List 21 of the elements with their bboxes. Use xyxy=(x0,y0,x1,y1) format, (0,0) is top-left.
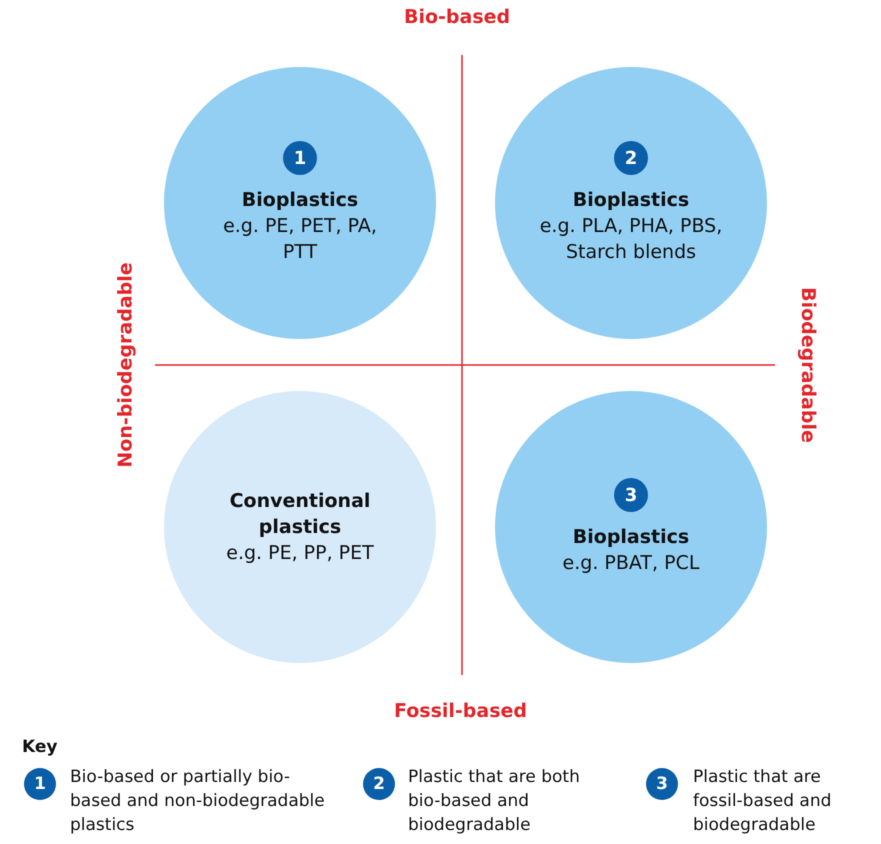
key-text: Plastic that are both bio-based and biodegradable xyxy=(408,766,581,837)
category-title: Bioplastics xyxy=(572,525,690,550)
number-badge: 1 xyxy=(283,141,317,175)
example-text: e.g. PE, PET, PA, PTT xyxy=(222,214,378,265)
number-badge: 3 xyxy=(646,768,678,800)
number-badge: 2 xyxy=(614,141,648,175)
axis-label: Fossil-based xyxy=(394,700,528,722)
category-title: Bioplastics xyxy=(572,188,690,213)
axis-label: Biodegradable xyxy=(796,287,819,443)
axis-label: Bio-based xyxy=(404,6,510,28)
key-text: Plastic that are fossil-based and biodegradable xyxy=(693,766,832,837)
number-badge: 3 xyxy=(614,478,648,512)
axis-label: Non-biodegradable xyxy=(114,262,136,468)
key-heading: Key xyxy=(22,736,58,759)
key-text: Bio-based or partially bio-based and non-biodegradable plastics xyxy=(70,766,326,837)
example-text: e.g. PBAT, PCL xyxy=(562,551,700,576)
category-title: Bioplastics xyxy=(242,188,358,213)
example-text: e.g. PLA, PHA, PBS, Starch blends xyxy=(538,214,724,265)
number-badge: 1 xyxy=(24,768,56,800)
example-text: e.g. PE, PP, PET xyxy=(226,541,374,566)
number-badge: 2 xyxy=(363,768,395,800)
